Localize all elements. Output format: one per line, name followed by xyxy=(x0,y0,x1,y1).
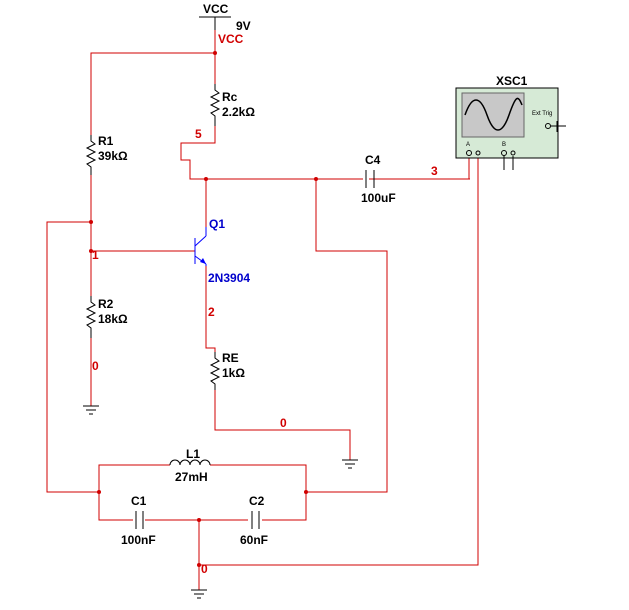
ground-symbol-re xyxy=(342,459,358,469)
scope-channel-b-terminal[interactable] xyxy=(501,150,507,156)
scope-channel-b-ground[interactable] xyxy=(510,150,516,156)
scope-ext-trig-label: Ext Trig xyxy=(532,111,552,117)
wires xyxy=(46,30,479,590)
scope-waveform xyxy=(464,97,523,131)
r2-ref: R2 xyxy=(98,297,114,311)
l1-value: 27mH xyxy=(175,470,208,484)
resistor-r1[interactable]: R1 39kΩ xyxy=(85,134,128,175)
scope-screen xyxy=(461,92,525,138)
scope-channel-a-terminal[interactable] xyxy=(466,150,472,156)
net-label-3: 3 xyxy=(431,164,438,178)
scope-ext-trig-terminal[interactable] xyxy=(545,123,551,129)
transistor-q1[interactable]: Q1 2N3904 xyxy=(194,217,250,285)
r1-value: 39kΩ xyxy=(98,149,128,163)
net-label-0-tank: 0 xyxy=(201,562,208,576)
r2-value: 18kΩ xyxy=(98,312,128,326)
re-value: 1kΩ xyxy=(222,366,245,380)
capacitor-c4[interactable]: C4 100uF xyxy=(361,153,396,205)
net-labels: 5 3 1 2 0 0 0 xyxy=(92,127,438,576)
q1-ref: Q1 xyxy=(209,217,225,231)
c1-ref: C1 xyxy=(131,494,147,508)
resistor-r2[interactable]: R2 18kΩ xyxy=(85,296,128,338)
vcc-net-label: VCC xyxy=(218,32,244,46)
c4-ref: C4 xyxy=(365,153,381,167)
re-ref: RE xyxy=(222,351,239,365)
ground-symbol-tank xyxy=(191,589,207,599)
scope-channel-a-label: A xyxy=(466,142,470,148)
capacitor-c1[interactable]: C1 100nF xyxy=(121,494,156,547)
scope-ref: XSC1 xyxy=(496,74,528,88)
ground-symbol-r2 xyxy=(83,405,99,415)
c4-value: 100uF xyxy=(361,191,396,205)
resistor-rc[interactable]: Rc 2.2kΩ xyxy=(209,84,255,126)
net-label-0-r2: 0 xyxy=(92,359,99,373)
net-label-5: 5 xyxy=(195,127,202,141)
q1-part: 2N3904 xyxy=(208,271,250,285)
c2-value: 60nF xyxy=(240,533,268,547)
scope-channel-b-label: B xyxy=(502,142,506,148)
net-label-2: 2 xyxy=(208,305,215,319)
scope-channel-a-ground[interactable] xyxy=(475,150,481,156)
r1-ref: R1 xyxy=(98,134,114,148)
c1-value: 100nF xyxy=(121,533,156,547)
inductor-l1[interactable]: L1 27mH xyxy=(169,447,211,484)
vcc-source[interactable]: VCC 9V VCC xyxy=(199,2,251,46)
resistor-re[interactable]: RE 1kΩ xyxy=(209,351,245,390)
c2-ref: C2 xyxy=(249,494,265,508)
rc-value: 2.2kΩ xyxy=(222,105,255,119)
rc-ref: Rc xyxy=(222,90,238,104)
capacitor-c2[interactable]: C2 60nF xyxy=(240,494,268,547)
l1-ref: L1 xyxy=(186,447,200,461)
junctions xyxy=(89,51,318,567)
oscilloscope-xsc1[interactable]: XSC1 Ext Trig A B xyxy=(455,74,566,170)
net-label-1: 1 xyxy=(92,248,99,262)
net-label-0-re: 0 xyxy=(280,416,287,430)
vcc-voltage: 9V xyxy=(236,19,251,33)
vcc-label: VCC xyxy=(203,2,229,16)
